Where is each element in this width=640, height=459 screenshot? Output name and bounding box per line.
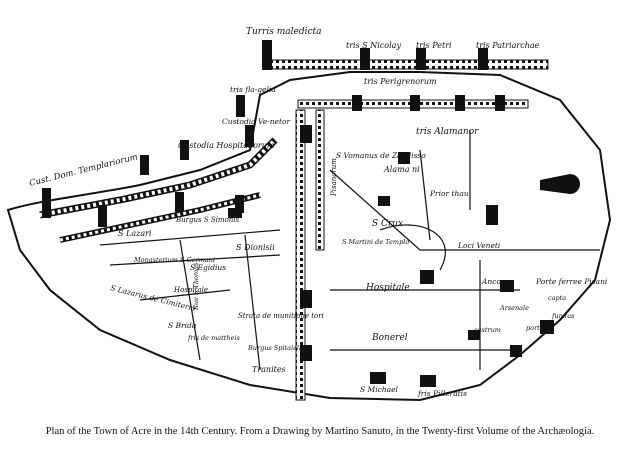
label-capta: capta <box>548 294 566 302</box>
label-bonerel: Bonerel <box>371 333 408 343</box>
label-tris-alamanorum: tris Alamanor <box>416 127 479 137</box>
label-strata-de-munitione: Strata de munitione tori <box>238 312 324 320</box>
label-s-michael: S Michael <box>360 385 399 394</box>
label-burgus-s-simonis: Burgus S Simonis <box>175 216 239 224</box>
acre-city-plan-map: Turris maledicta tris S Nicolay tris Pet… <box>6 27 612 402</box>
streets <box>99 130 600 371</box>
label-s-crux: S Crux <box>372 219 403 229</box>
label-turris-maledicta: Turris maledicta <box>246 27 322 37</box>
sea-tower <box>540 174 580 194</box>
label-monasterium: Monasterium S Germani <box>133 256 215 264</box>
label-portus: portus <box>526 324 548 332</box>
label-custodia-templariorum: Cust. Dom. Templariorum <box>28 152 139 189</box>
label-s-vomanus: S Vomanus de Zandisso <box>336 151 426 160</box>
label-fris-pilleratis: fris Pilleratis <box>417 389 467 398</box>
label-fris-de-mattheis: fris de mattheis <box>187 334 240 342</box>
central-wall <box>295 109 325 401</box>
label-s-brida: S Brida <box>168 321 196 330</box>
label-tris-patriarchae: tris Patriarchae <box>476 41 540 50</box>
label-tranites: Tranites <box>252 365 286 374</box>
label-ancona: Ancona <box>481 277 510 286</box>
label-s-lazarus: S Lazari <box>118 229 152 238</box>
label-burgus-spitaleli: Burgus Spitaleli <box>247 344 301 352</box>
label-rue-saint-thomas: Rue S Thomas <box>192 262 200 311</box>
buildings <box>228 152 554 387</box>
label-custodia-hospitaliorum: Custodia Hospitaliorum <box>178 141 275 150</box>
label-alamani: Alama ni <box>383 165 420 174</box>
label-s-dionisii: S Dionisii <box>236 243 275 252</box>
city-outer-wall <box>6 71 612 402</box>
label-tris-s-nicolai: tris S Nicolay <box>346 41 401 50</box>
label-loci-veneti: Loci Veneti <box>457 241 501 250</box>
map-caption: Plan of the Town of Acre in the 14th Cen… <box>45 426 595 437</box>
label-castrum: castrum <box>474 326 501 334</box>
label-pisanorum: Pisanorum <box>330 158 338 197</box>
label-s-martini: S Martini de Templo <box>342 238 409 246</box>
label-fundus: fundus <box>551 312 575 320</box>
label-prior-thau: Prior thau <box>429 189 469 198</box>
towers <box>42 40 505 361</box>
western-wall <box>39 137 278 243</box>
label-tris-peregrinorum: tris Perigrenorum <box>364 77 437 86</box>
label-hospitale-left: Hospitale <box>173 286 208 294</box>
label-s-egidius: S Egidius <box>190 263 226 272</box>
label-hospitale: Hospitale <box>365 283 410 293</box>
label-porte-ferree-pisani: Porte ferree Pisani <box>535 277 608 286</box>
label-tris-petri: tris Petri <box>416 41 452 50</box>
label-custodia-venetorum: Custodia Ve-netor <box>222 117 291 126</box>
label-tris-flagelli: tris fla-gelia <box>230 85 276 94</box>
label-arsenal: Arsenale <box>499 304 529 312</box>
